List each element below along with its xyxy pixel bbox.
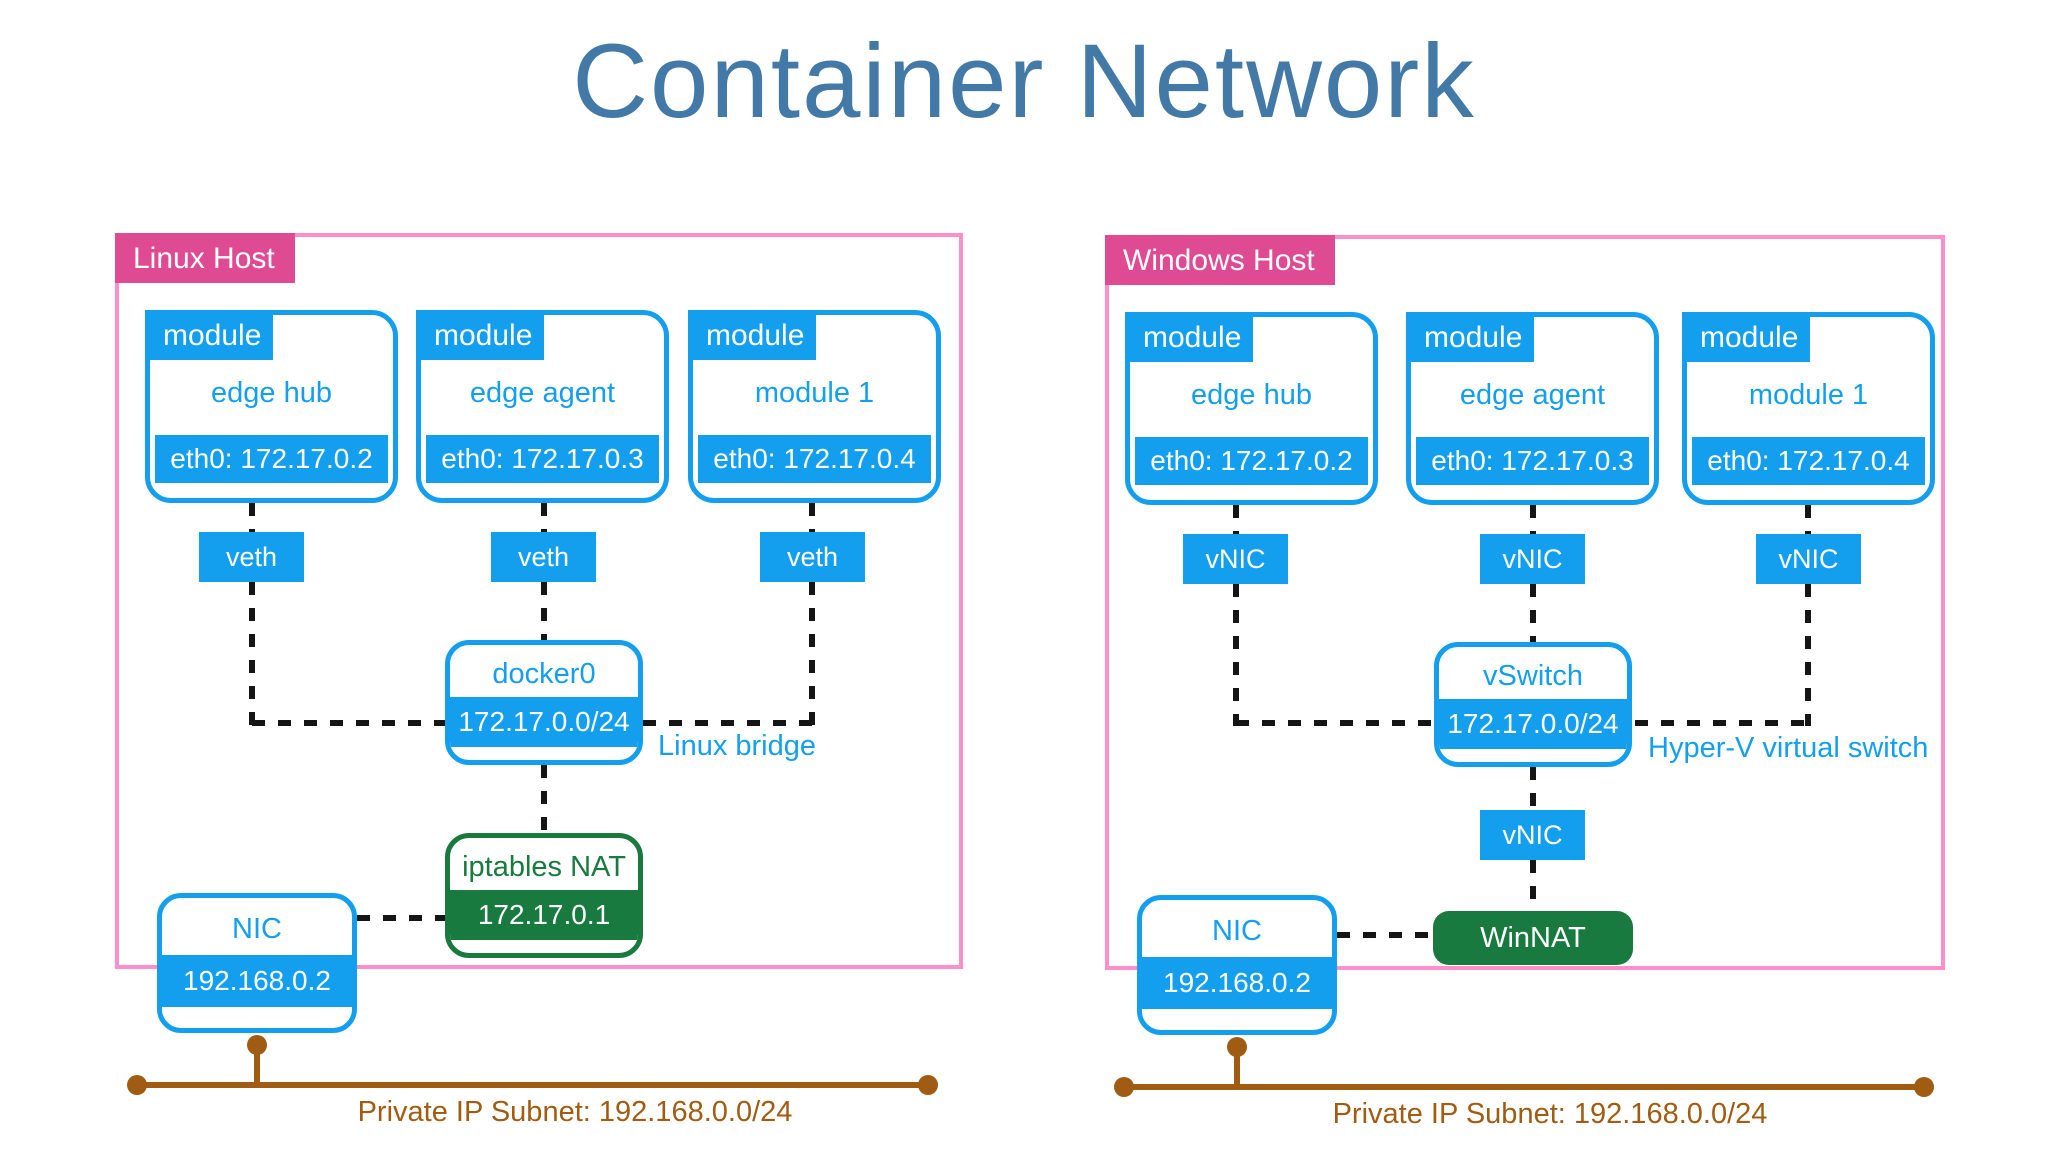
bus-end-dot — [918, 1075, 938, 1095]
module-name: edge hub — [211, 377, 332, 409]
windows-module-edge-agent: module edge agent eth0: 172.17.0.3 — [1406, 312, 1659, 505]
module-tag: module — [416, 310, 544, 360]
linux-veth-1: veth — [199, 532, 304, 582]
connector — [809, 582, 815, 726]
module-name: edge hub — [1191, 379, 1312, 411]
windows-subnet-label: Private IP Subnet: 192.168.0.0/24 — [1332, 1098, 1768, 1130]
linux-veth-3: veth — [760, 532, 865, 582]
nic-ip: 192.168.0.2 — [162, 955, 352, 1007]
connector — [1236, 720, 1434, 726]
module-ip: eth0: 172.17.0.4 — [698, 435, 931, 483]
connector — [541, 765, 547, 833]
module-ip: eth0: 172.17.0.4 — [1692, 437, 1925, 485]
connector — [541, 582, 547, 640]
connector — [249, 503, 255, 532]
windows-vnic-2: vNIC — [1480, 534, 1585, 584]
connector — [1530, 860, 1536, 911]
linux-module-edge-hub: module edge hub eth0: 172.17.0.2 — [145, 310, 398, 503]
windows-subnet-bus — [1124, 1084, 1924, 1090]
windows-bridge-caption: Hyper-V virtual switch — [1648, 732, 1929, 764]
connector — [357, 915, 445, 921]
nic-ip: 192.168.0.2 — [1142, 957, 1332, 1009]
bridge-name: vSwitch — [1483, 660, 1583, 692]
bus-end-dot — [1114, 1077, 1134, 1097]
linux-module-edge-agent: module edge agent eth0: 172.17.0.3 — [416, 310, 669, 503]
windows-vnic-1: vNIC — [1183, 534, 1288, 584]
module-name: edge agent — [1459, 379, 1606, 411]
linux-module-module1: module module 1 eth0: 172.17.0.4 — [688, 310, 941, 503]
connector — [643, 720, 815, 726]
linux-host-label: Linux Host — [115, 233, 295, 283]
module-tag: module — [1406, 312, 1534, 362]
connector — [1233, 505, 1239, 534]
linux-veth-2: veth — [491, 532, 596, 582]
page-title: Container Network — [572, 23, 1476, 140]
module-tag: module — [1682, 312, 1810, 362]
connector — [1805, 584, 1811, 726]
module-ip: eth0: 172.17.0.3 — [1416, 437, 1649, 485]
linux-iptables-nat: iptables NAT 172.17.0.1 — [445, 833, 643, 958]
windows-nic: NIC 192.168.0.2 — [1137, 895, 1337, 1035]
linux-bridge-caption: Linux bridge — [658, 730, 816, 762]
bridge-name: docker0 — [492, 658, 596, 690]
connector — [1635, 720, 1808, 726]
windows-host-vnic: vNIC — [1480, 810, 1585, 860]
module-tag: module — [1125, 312, 1253, 362]
module-name: module 1 — [754, 377, 875, 409]
bridge-subnet: 172.17.0.0/24 — [450, 697, 638, 747]
linux-subnet-label: Private IP Subnet: 192.168.0.0/24 — [357, 1096, 793, 1128]
linux-subnet-bus — [137, 1082, 928, 1088]
bridge-subnet: 172.17.0.0/24 — [1439, 699, 1627, 749]
nat-ip: 172.17.0.1 — [450, 890, 638, 940]
bus-end-dot — [127, 1075, 147, 1095]
module-ip: eth0: 172.17.0.3 — [426, 435, 659, 483]
windows-module-module1: module module 1 eth0: 172.17.0.4 — [1682, 312, 1935, 505]
connector — [1530, 505, 1536, 534]
bus-stub — [1234, 1047, 1240, 1087]
linux-bridge-docker0: docker0 172.17.0.0/24 — [445, 640, 643, 765]
module-tag: module — [145, 310, 273, 360]
linux-nic: NIC 192.168.0.2 — [157, 893, 357, 1033]
windows-vswitch: vSwitch 172.17.0.0/24 — [1434, 642, 1632, 767]
connector — [1530, 767, 1536, 810]
bus-stub — [254, 1045, 260, 1085]
windows-vnic-3: vNIC — [1756, 534, 1861, 584]
connector — [1337, 932, 1433, 938]
connector — [809, 503, 815, 532]
windows-winnat: WinNAT — [1433, 911, 1633, 965]
module-name: module 1 — [1748, 379, 1869, 411]
module-name: edge agent — [469, 377, 616, 409]
connector — [1530, 584, 1536, 642]
module-ip: eth0: 172.17.0.2 — [155, 435, 388, 483]
windows-module-edge-hub: module edge hub eth0: 172.17.0.2 — [1125, 312, 1378, 505]
module-tag: module — [688, 310, 816, 360]
connector — [1805, 505, 1811, 534]
nat-name: iptables NAT — [462, 851, 626, 883]
module-ip: eth0: 172.17.0.2 — [1135, 437, 1368, 485]
windows-host-label: Windows Host — [1105, 235, 1335, 285]
nic-name: NIC — [1212, 915, 1262, 947]
connector — [1233, 584, 1239, 726]
bus-end-dot — [1914, 1077, 1934, 1097]
nic-name: NIC — [232, 913, 282, 945]
connector — [249, 582, 255, 726]
connector — [541, 503, 547, 532]
connector — [252, 720, 445, 726]
